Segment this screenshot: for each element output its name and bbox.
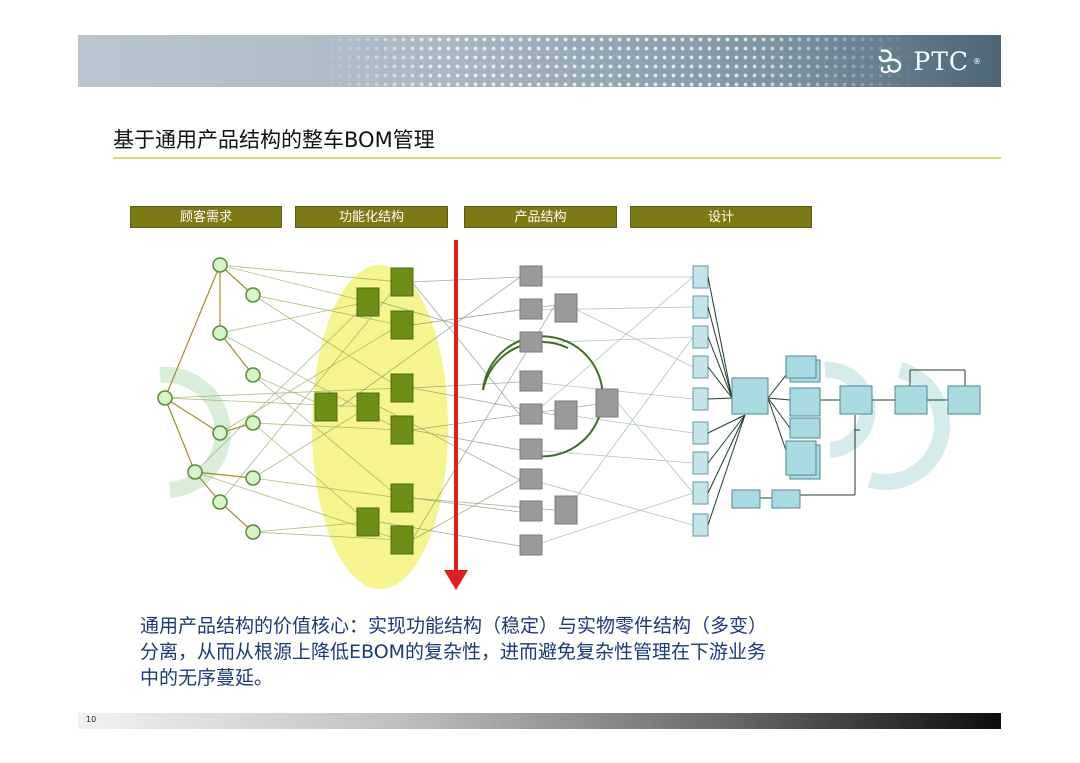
header-band: PTC ® <box>78 35 1001 87</box>
caption-line-2: 分离，从而从根源上降低EBOM的复杂性，进而避免复杂性管理在下游业务 <box>140 641 767 663</box>
footer-bar: 10 <box>78 713 1001 729</box>
header-dot-pattern <box>318 35 918 87</box>
design-cycle-arrow-right <box>867 362 950 490</box>
category-product-structure: 产品结构 <box>464 206 617 228</box>
slide-title: 基于通用产品结构的整车BOM管理 <box>113 128 435 152</box>
bom-structure-diagram <box>157 240 981 590</box>
requirement-function-links <box>164 264 401 541</box>
category-design: 设计 <box>630 206 812 228</box>
category-customer-needs: 顾客需求 <box>130 206 282 228</box>
function-blocks <box>314 267 414 555</box>
page-number: 10 <box>86 715 97 724</box>
category-functional-structure: 功能化结构 <box>295 206 448 228</box>
ptc-logo: PTC ® <box>875 45 981 77</box>
product-cycle-arc <box>482 335 604 458</box>
functional-structure-highlight <box>312 265 448 589</box>
caption-line-3: 中的无序蔓延。 <box>140 667 274 689</box>
title-divider <box>113 157 1001 159</box>
separation-arrow-head <box>444 570 468 590</box>
design-process-boxes <box>731 355 981 509</box>
ptc-logo-icon <box>879 49 902 74</box>
ptc-logo-text: PTC <box>913 46 969 76</box>
caption-line-1: 通用产品结构的价值核心：实现功能结构（稳定）与实物零件结构（多变） <box>140 615 768 637</box>
product-design-links <box>531 276 694 547</box>
design-input-boxes <box>692 265 709 537</box>
value-core-caption: 通用产品结构的价值核心：实现功能结构（稳定）与实物零件结构（多变） 分离，从而从… <box>140 613 960 691</box>
design-flow-links <box>707 276 966 526</box>
product-blocks <box>519 265 619 556</box>
trademark-mark: ® <box>973 56 981 66</box>
product-cycle-arc-inner <box>482 340 569 391</box>
customer-need-nodes <box>157 257 261 540</box>
